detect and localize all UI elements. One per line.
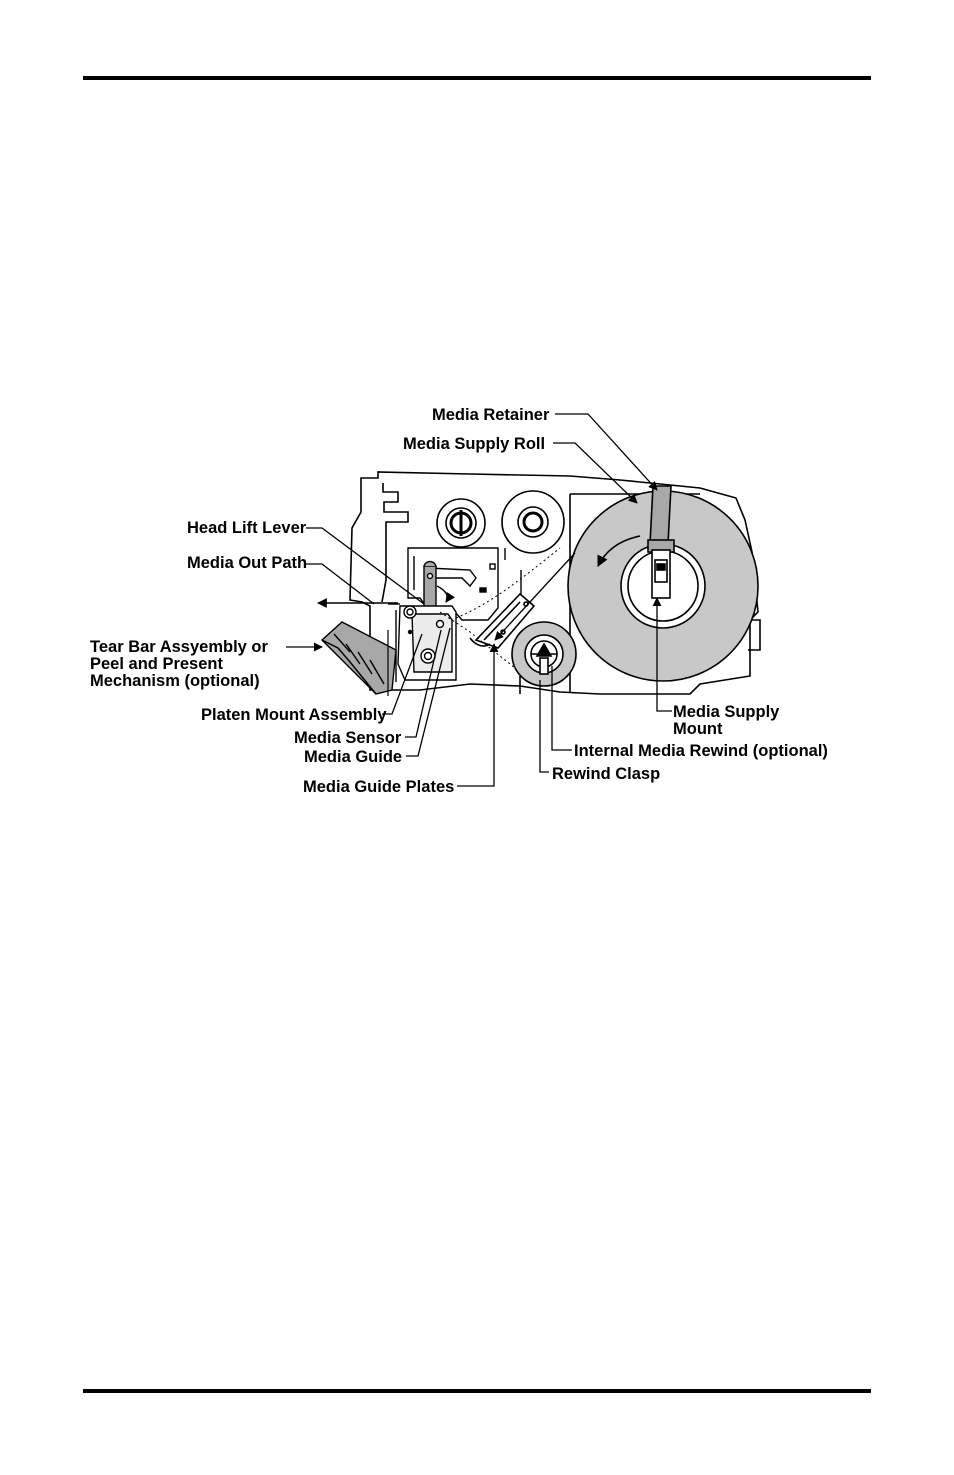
leader-lines [286,413,672,787]
label-media-retainer: Media Retainer [432,406,550,424]
internal-media-rewind [511,621,577,687]
bottom-rule [83,1389,871,1393]
upper-spindle-left [436,498,486,548]
media-retainer [647,485,675,599]
media-path [439,547,561,669]
label-media-supply-mount-line2: Mount [673,720,723,738]
label-tear-bar-line1: Tear Bar Assyembly or [90,638,268,656]
label-platen-mount-assembly: Platen Mount Assembly [201,706,387,724]
label-media-guide: Media Guide [304,748,402,766]
label-tear-bar-line3: Mechanism (optional) [90,672,260,690]
label-media-guide-plates: Media Guide Plates [303,778,454,796]
label-tear-bar-line2: Peel and Present [90,655,223,673]
label-rewind-clasp: Rewind Clasp [552,765,660,783]
label-internal-media-rewind: Internal Media Rewind (optional) [574,742,828,760]
upper-spindle-right [501,490,565,554]
label-head-lift-lever: Head Lift Lever [187,519,307,537]
tear-bar-assembly [320,621,397,696]
label-media-supply-mount-line1: Media Supply [673,703,780,721]
label-media-out-path: Media Out Path [187,554,307,572]
label-media-supply-roll: Media Supply Roll [403,435,545,453]
top-rule [83,76,871,80]
label-media-sensor: Media Sensor [294,729,402,747]
